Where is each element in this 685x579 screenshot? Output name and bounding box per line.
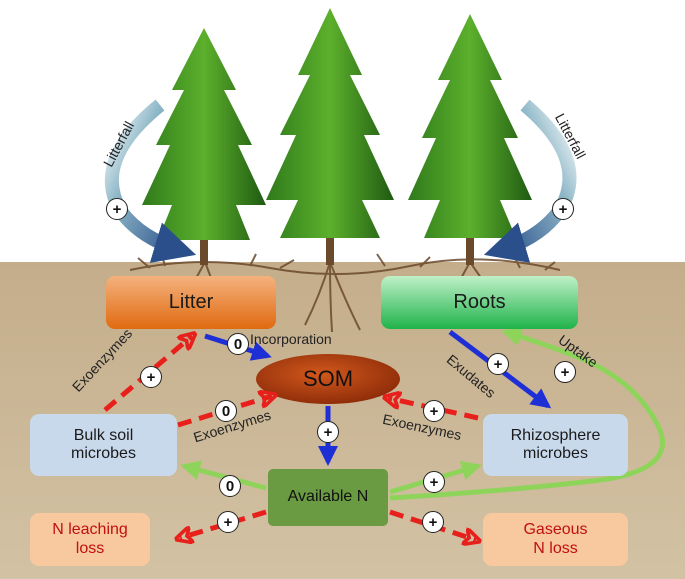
effect-available-n-to-bulk: 0 [219, 475, 241, 497]
tree-right [408, 14, 532, 265]
bulk-soil-microbes-line2: microbes [71, 445, 136, 462]
bulk-soil-microbes-node: Bulk soil microbes [30, 414, 177, 476]
effect-exudates: + [487, 353, 509, 375]
effect-som-to-available-n: + [317, 421, 339, 443]
som-label: SOM [302, 366, 354, 391]
n-leaching-loss-line1: N leaching [52, 521, 128, 539]
uptake-arrow [389, 326, 665, 501]
rhizosphere-microbes-line2: microbes [523, 445, 588, 462]
effect-bulk-to-som: 0 [215, 400, 237, 422]
effect-incorporation: 0 [227, 333, 249, 355]
effect-available-n-to-rhizo: + [423, 471, 445, 493]
gaseous-n-loss-node: Gaseous N loss [483, 513, 628, 566]
gaseous-n-loss-line2: N loss [533, 539, 578, 557]
label-incorporation: Incorporation [250, 331, 332, 347]
tree-center [266, 8, 394, 265]
litter-node: Litter [106, 276, 276, 329]
rhizosphere-microbes-node: Rhizosphere microbes [483, 414, 628, 476]
effect-litterfall-right: + [552, 198, 574, 220]
roots-node: Roots [381, 276, 578, 329]
roots-label: Roots [453, 291, 506, 313]
effect-rhizo-to-som: + [423, 400, 445, 422]
rhizosphere-microbes-line1: Rhizosphere [510, 426, 601, 444]
available-n-label: Available N [287, 488, 369, 506]
effect-uptake: + [554, 361, 576, 383]
som-node [256, 354, 400, 404]
tree-left [142, 28, 266, 265]
effect-gaseous: + [422, 511, 444, 533]
n-leaching-loss-node: N leaching loss [30, 513, 150, 566]
available-n-node: Available N [268, 469, 388, 526]
litter-label: Litter [168, 291, 214, 313]
effect-leaching: + [217, 511, 239, 533]
n-leaching-loss-line2: loss [75, 539, 105, 557]
effect-litterfall-left: + [106, 198, 128, 220]
effect-bulk-to-litter: + [140, 366, 162, 388]
gaseous-n-loss-line1: Gaseous [523, 521, 588, 539]
bulk-soil-microbes-line1: Bulk soil [73, 426, 134, 444]
